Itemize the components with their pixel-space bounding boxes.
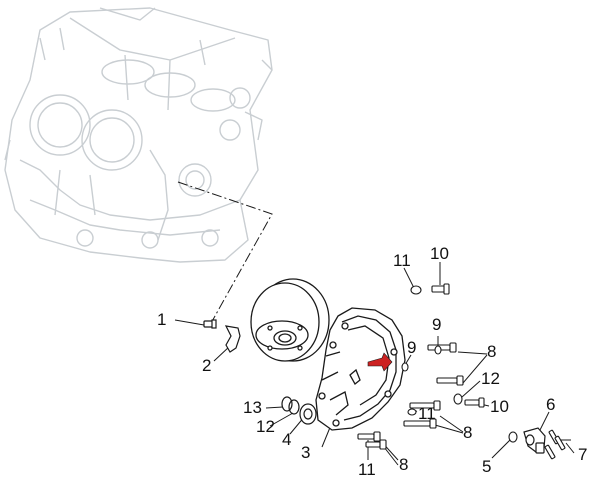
part-9-washers [401, 345, 442, 372]
callout-11-low: 11 [358, 460, 376, 479]
alignment-line [177, 181, 273, 326]
callout-12-right: 12 [481, 369, 500, 388]
part-5-o-ring [508, 431, 518, 443]
part-2-bracket [224, 325, 241, 353]
callout-9-lower: 9 [407, 338, 417, 357]
callout-2: 2 [202, 356, 212, 375]
callout-7: 7 [578, 445, 588, 464]
callout-8-upper: 8 [487, 342, 497, 361]
callout-10-top: 10 [430, 244, 449, 263]
part-1-bolt [203, 319, 217, 329]
part-13-o-ring [281, 396, 300, 415]
part-3-generator-cover [315, 307, 406, 431]
callout-6: 6 [546, 395, 556, 414]
part-10-bolt-right [464, 397, 485, 408]
callout-12-left: 12 [256, 417, 275, 436]
callout-5: 5 [482, 457, 492, 476]
rotor-flywheel [250, 278, 330, 362]
callout-1: 1 [157, 310, 167, 329]
part-7-bolts [544, 429, 566, 460]
part-6-fitting [523, 427, 546, 454]
part-12-washer-right [453, 393, 463, 405]
callout-10-right: 10 [490, 397, 509, 416]
callout-13: 13 [243, 398, 262, 417]
callout-8-low: 8 [399, 455, 409, 474]
callout-11-top: 11 [393, 251, 411, 270]
callout-9-upper: 9 [432, 315, 442, 334]
callout-11-mid: 11 [418, 404, 436, 423]
engine-block-ghost [4, 7, 273, 263]
part-4-oil-seal [299, 403, 317, 425]
rotation-arrow-icon [367, 352, 393, 372]
callout-8-mid: 8 [463, 423, 473, 442]
part-11-washer-mid [407, 408, 417, 416]
callout-4: 4 [282, 430, 292, 449]
callout-3: 3 [301, 443, 311, 462]
part-11-washer-top [410, 285, 422, 295]
part-10-bolt-top [431, 283, 450, 295]
